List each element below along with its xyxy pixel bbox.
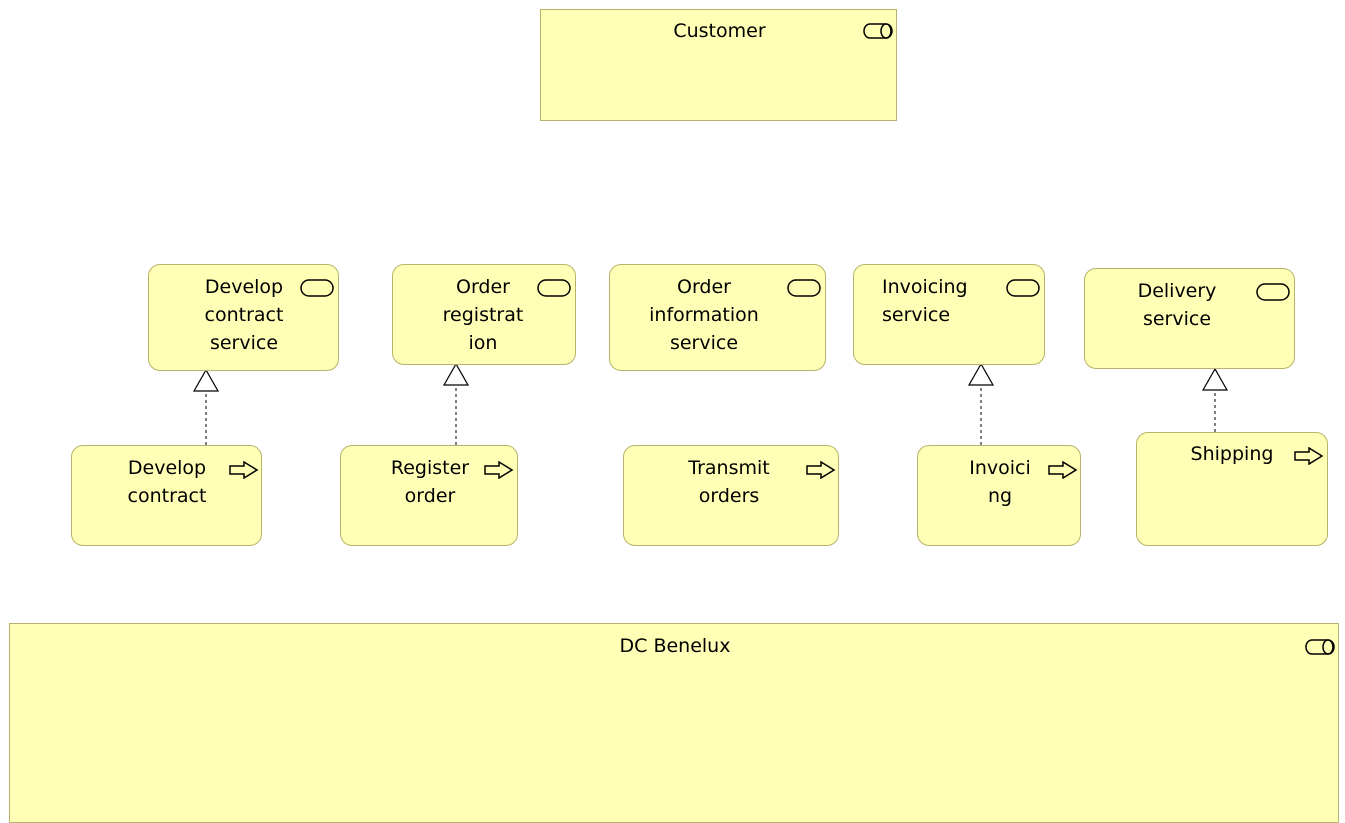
business-process-icon xyxy=(484,461,514,479)
develop-contract-process-label: Develop contract xyxy=(127,457,207,507)
customer-label: Customer xyxy=(673,20,766,42)
business-process-icon xyxy=(1048,461,1078,479)
business-process-icon xyxy=(806,461,836,479)
order-information-service-label: Order information service xyxy=(649,276,759,354)
invoicing-service-label: Invoicing service xyxy=(882,276,968,326)
order-information-service[interactable]: Order information service xyxy=(609,264,826,371)
dc-benelux-label: DC Benelux xyxy=(619,635,731,657)
business-service-icon xyxy=(787,279,821,297)
realization-shipping xyxy=(1201,367,1229,432)
invoicing-service[interactable]: Invoicing service xyxy=(853,264,1045,365)
customer-role-box[interactable]: Customer xyxy=(540,9,897,121)
develop-contract-process[interactable]: Develop contract xyxy=(71,445,262,546)
delivery-service-label: Delivery service xyxy=(1137,280,1217,330)
order-registration-service-label: Order registrat ion xyxy=(442,276,524,354)
realization-invoicing xyxy=(967,362,995,445)
invoicing-process-label: Invoici ng xyxy=(969,457,1031,507)
business-process-icon xyxy=(229,461,259,479)
dc-benelux-role-box[interactable]: DC Benelux xyxy=(9,623,1339,823)
business-service-icon xyxy=(537,279,571,297)
business-role-icon xyxy=(863,23,893,39)
shipping-process[interactable]: Shipping xyxy=(1136,432,1328,546)
delivery-service[interactable]: Delivery service xyxy=(1084,268,1295,369)
develop-contract-service-label: Develop contract service xyxy=(204,276,284,354)
business-service-icon xyxy=(300,279,334,297)
register-order-process[interactable]: Register order xyxy=(340,445,518,546)
business-role-icon xyxy=(1305,639,1335,655)
transmit-orders-process-label: Transmit orders xyxy=(688,457,770,507)
shipping-process-label: Shipping xyxy=(1190,443,1274,465)
business-process-icon xyxy=(1294,447,1324,465)
realization-develop-contract xyxy=(192,368,220,445)
order-registration-service[interactable]: Order registrat ion xyxy=(392,264,576,365)
invoicing-process[interactable]: Invoici ng xyxy=(917,445,1081,546)
develop-contract-service[interactable]: Develop contract service xyxy=(148,264,339,371)
transmit-orders-process[interactable]: Transmit orders xyxy=(623,445,839,546)
business-service-icon xyxy=(1256,283,1290,301)
register-order-process-label: Register order xyxy=(390,457,470,507)
realization-register-order xyxy=(442,362,470,445)
business-service-icon xyxy=(1006,279,1040,297)
